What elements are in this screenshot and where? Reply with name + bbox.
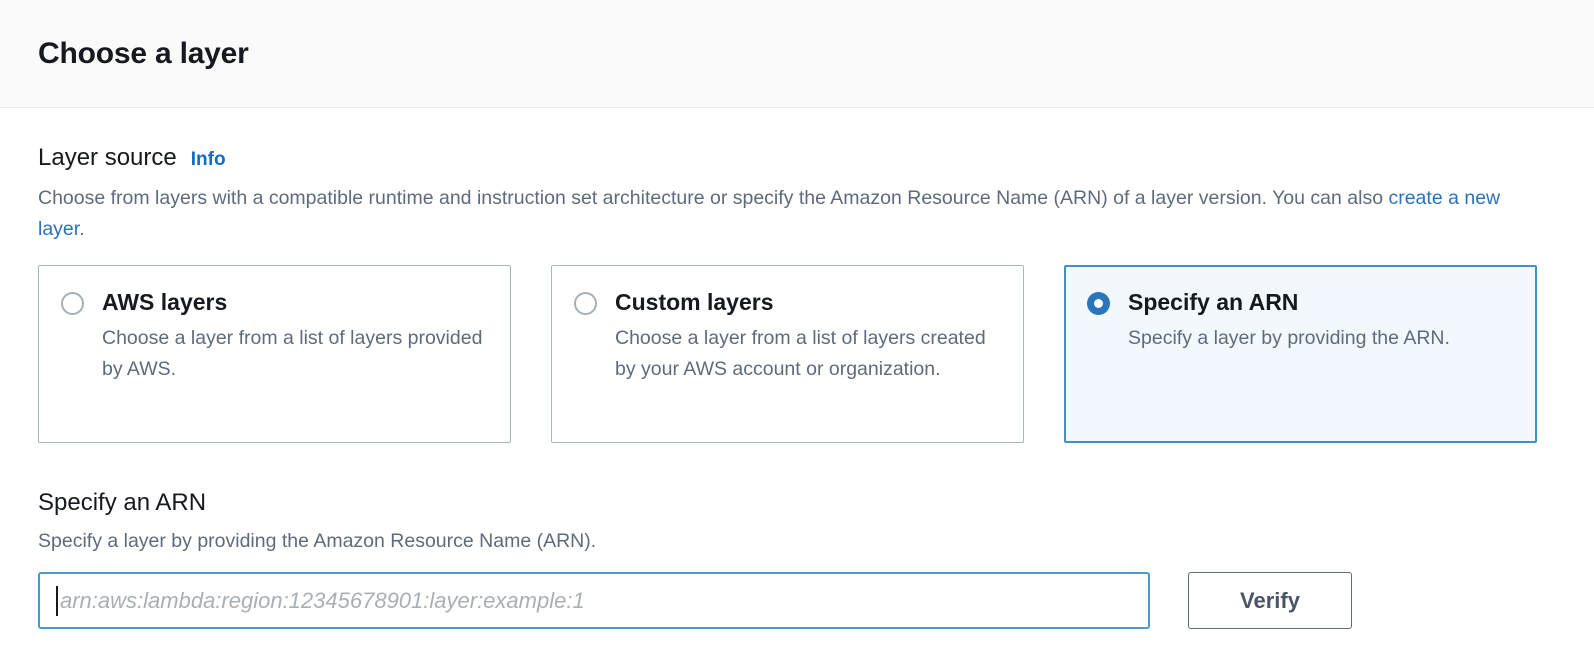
arn-section: Specify an ARN Specify a layer by provid… xyxy=(38,489,1556,629)
radio-icon-aws-layers[interactable] xyxy=(61,292,84,315)
radio-tile-specify-an-arn-text: Specify an ARN Specify a layer by provid… xyxy=(1128,288,1516,422)
radio-tile-custom-layers-text: Custom layers Choose a layer from a list… xyxy=(615,288,1003,422)
layer-source-description: Choose from layers with a compatible run… xyxy=(38,183,1503,245)
arn-section-heading: Specify an ARN xyxy=(38,489,207,516)
layer-source-description-suffix: . xyxy=(79,218,85,240)
radio-tile-custom-layers-description: Choose a layer from a list of layers cre… xyxy=(615,327,986,380)
layer-source-radio-group: AWS layers Choose a layer from a list of… xyxy=(38,265,1556,443)
radio-tile-specify-an-arn[interactable]: Specify an ARN Specify a layer by provid… xyxy=(1064,265,1537,443)
info-link[interactable]: Info xyxy=(190,149,226,170)
page-title: Choose a layer xyxy=(38,36,249,70)
radio-tile-specify-an-arn-title: Specify an ARN xyxy=(1128,289,1299,315)
arn-input-placeholder: arn:aws:lambda:region:12345678901:layer:… xyxy=(60,587,585,613)
layer-source-description-text: Choose from layers with a compatible run… xyxy=(38,187,1389,209)
modal-body: Layer source Info Choose from layers wit… xyxy=(0,108,1594,629)
radio-tile-aws-layers-description: Choose a layer from a list of layers pro… xyxy=(102,327,483,380)
arn-input-row: arn:aws:lambda:region:12345678901:layer:… xyxy=(38,572,1556,629)
radio-tile-aws-layers[interactable]: AWS layers Choose a layer from a list of… xyxy=(38,265,511,443)
create-a-new-layer-link[interactable]: create a new layer xyxy=(38,187,1501,240)
arn-section-description: Specify a layer by providing the Amazon … xyxy=(38,530,597,552)
text-caret xyxy=(56,585,58,616)
arn-input[interactable]: arn:aws:lambda:region:12345678901:layer:… xyxy=(38,572,1150,629)
radio-icon-specify-an-arn[interactable] xyxy=(1087,292,1110,315)
radio-tile-custom-layers-title: Custom layers xyxy=(615,289,774,315)
radio-tile-custom-layers[interactable]: Custom layers Choose a layer from a list… xyxy=(551,265,1024,443)
radio-dot xyxy=(1094,299,1103,308)
radio-tile-aws-layers-text: AWS layers Choose a layer from a list of… xyxy=(102,288,490,422)
layer-source-label-row: Layer source Info xyxy=(38,144,1556,172)
radio-icon-custom-layers[interactable] xyxy=(574,292,597,315)
verify-button[interactable]: Verify xyxy=(1188,572,1352,629)
radio-tile-aws-layers-title: AWS layers xyxy=(102,289,228,315)
layer-source-label: Layer source xyxy=(38,144,177,171)
modal-header: Choose a layer xyxy=(0,0,1594,108)
radio-tile-specify-an-arn-description: Specify a layer by providing the ARN. xyxy=(1128,327,1450,349)
